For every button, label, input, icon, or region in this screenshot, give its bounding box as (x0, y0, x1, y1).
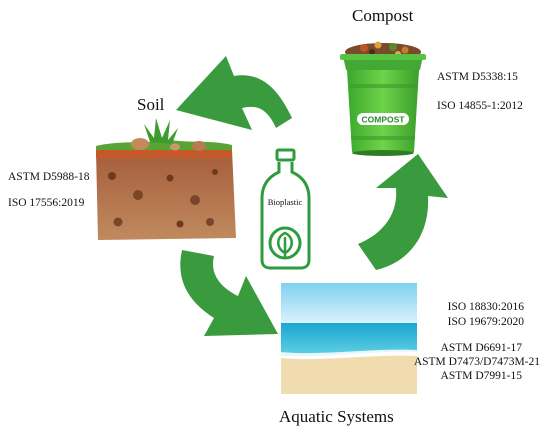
soil-standard-astm: ASTM D5988-18 (8, 171, 90, 183)
compost-standard-iso: ISO 14855-1:2012 (437, 100, 523, 112)
aquatic-illustration (281, 283, 417, 394)
aquatic-standard-astm-3: ASTM D7991-15 (440, 370, 522, 382)
aquatic-standard-astm-1: ASTM D6691-17 (440, 342, 522, 354)
compost-bin-illustration: COMPOST (340, 41, 426, 156)
arrow-right (358, 154, 448, 270)
arrow-top-left (176, 56, 292, 130)
bioplastic-bottle-icon: Bioplastic (260, 148, 311, 270)
bioplastic-label: Bioplastic (268, 197, 303, 207)
aquatic-standard-iso-2: ISO 19679:2020 (447, 316, 524, 328)
compost-bin-label: COMPOST (362, 115, 406, 125)
cycle-arrows (176, 56, 448, 336)
arrow-bottom-left (180, 250, 278, 336)
compost-standard-astm: ASTM D5338:15 (437, 71, 518, 83)
aquatic-standard-astm-2: ASTM D7473/D7473M-21 (413, 356, 540, 368)
aquatic-title: Aquatic Systems (279, 407, 394, 426)
soil-illustration (96, 118, 236, 240)
soil-standard-iso: ISO 17556:2019 (8, 197, 85, 209)
aquatic-standard-iso-1: ISO 18830:2016 (447, 301, 524, 313)
compost-title: Compost (352, 6, 414, 25)
soil-title: Soil (137, 95, 165, 114)
